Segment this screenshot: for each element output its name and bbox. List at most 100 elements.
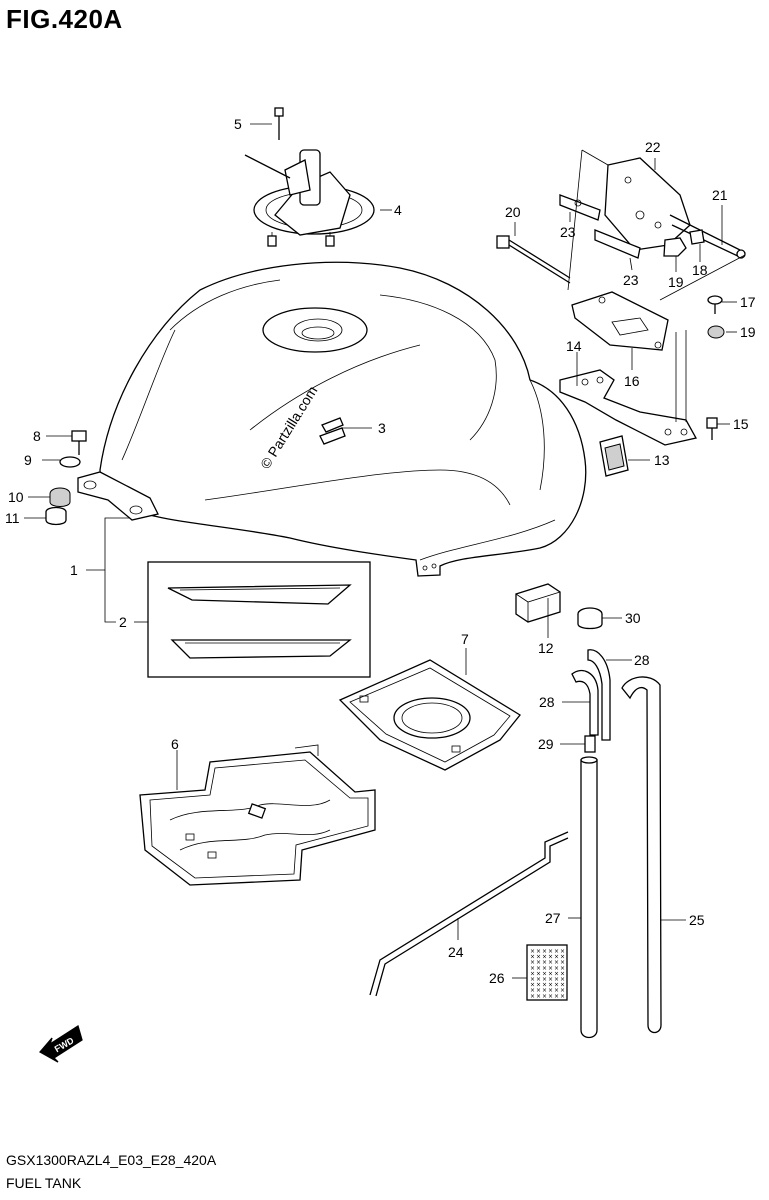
callout-5: 5 bbox=[234, 116, 242, 132]
callout-14: 14 bbox=[566, 338, 582, 354]
callout-28b: 28 bbox=[539, 694, 555, 710]
callout-18: 18 bbox=[692, 262, 708, 278]
mesh-dot: × bbox=[542, 965, 547, 972]
mesh-dot: × bbox=[560, 959, 565, 966]
callout-19b: 19 bbox=[740, 324, 756, 340]
trim-set-box bbox=[147, 561, 371, 678]
mesh-dot: × bbox=[560, 982, 565, 989]
figure-title: FIG.420A bbox=[6, 4, 123, 34]
callout-26: 26 bbox=[489, 970, 505, 986]
mesh-dot: × bbox=[530, 970, 535, 977]
mesh-dot: × bbox=[536, 959, 541, 966]
callout-24: 24 bbox=[448, 944, 464, 960]
cushion-13 bbox=[599, 435, 629, 477]
bracket-16 bbox=[571, 291, 669, 351]
heat-shield-6 bbox=[139, 744, 376, 886]
mesh-dot: × bbox=[542, 987, 547, 994]
mesh-dot: × bbox=[548, 993, 553, 1000]
cover-plate-7 bbox=[338, 659, 521, 771]
trim-upper bbox=[167, 584, 352, 605]
mesh-dot: × bbox=[536, 970, 541, 977]
mesh-dot: × bbox=[560, 948, 565, 955]
seat-rail-bracket-22 bbox=[604, 157, 691, 251]
mesh-dot: × bbox=[536, 965, 541, 972]
mesh-dot: × bbox=[542, 954, 547, 961]
callout-20: 20 bbox=[505, 204, 521, 220]
cushion-10 bbox=[49, 487, 71, 507]
callout-2: 2 bbox=[119, 614, 127, 630]
callout-25: 25 bbox=[689, 912, 705, 928]
mesh-dot: × bbox=[542, 976, 547, 983]
fwd-direction-arrow: FWD bbox=[38, 1024, 83, 1063]
leader-lines bbox=[24, 123, 737, 979]
pin-23a bbox=[559, 194, 601, 221]
callout-29: 29 bbox=[538, 736, 554, 752]
mesh-dot: × bbox=[530, 965, 535, 972]
callout-13: 13 bbox=[654, 452, 670, 468]
mesh-dot: × bbox=[530, 948, 535, 955]
fuel-tank bbox=[77, 261, 587, 577]
mesh-dot: × bbox=[554, 976, 559, 983]
callout-23b: 23 bbox=[623, 272, 639, 288]
mesh-dot: × bbox=[542, 970, 547, 977]
mesh-dot: × bbox=[536, 948, 541, 955]
callout-3: 3 bbox=[378, 420, 386, 436]
clip-30 bbox=[577, 607, 603, 630]
washer-9 bbox=[59, 456, 81, 468]
callout-16: 16 bbox=[624, 373, 640, 389]
mesh-dot: × bbox=[560, 976, 565, 983]
rod-24 bbox=[369, 831, 569, 997]
callout-17: 17 bbox=[740, 294, 756, 310]
mesh-pad-26: ××××××××××××××××××××××××××××××××××××××××… bbox=[526, 944, 568, 1001]
callout-23a: 23 bbox=[560, 224, 576, 240]
mesh-dot: × bbox=[530, 987, 535, 994]
mesh-dot: × bbox=[542, 982, 547, 989]
callout-12: 12 bbox=[538, 640, 554, 656]
callout-28a: 28 bbox=[634, 652, 650, 668]
mesh-dot: × bbox=[554, 965, 559, 972]
mesh-dot: × bbox=[554, 987, 559, 994]
mesh-dot: × bbox=[542, 948, 547, 955]
section-name: FUEL TANK bbox=[6, 1175, 82, 1191]
mesh-dot: × bbox=[560, 970, 565, 977]
joint-29 bbox=[584, 735, 596, 753]
callout-4: 4 bbox=[394, 202, 402, 218]
mesh-dot: × bbox=[554, 954, 559, 961]
grommet-19b bbox=[707, 325, 725, 339]
mesh-dot: × bbox=[536, 954, 541, 961]
callout-27: 27 bbox=[545, 910, 561, 926]
rod-20 bbox=[496, 235, 571, 284]
mesh-dot: × bbox=[548, 987, 553, 994]
mesh-dot: × bbox=[536, 976, 541, 983]
mesh-dot: × bbox=[548, 976, 553, 983]
mesh-dot: × bbox=[542, 993, 547, 1000]
mesh-dot: × bbox=[530, 976, 535, 983]
mesh-dot: × bbox=[530, 954, 535, 961]
mesh-dot: × bbox=[560, 965, 565, 972]
mesh-dot: × bbox=[554, 970, 559, 977]
callout-21: 21 bbox=[712, 187, 728, 203]
bolt-17 bbox=[707, 295, 723, 314]
mesh-dot: × bbox=[554, 948, 559, 955]
clamp-12 bbox=[515, 583, 561, 623]
callout-8: 8 bbox=[33, 428, 41, 444]
mesh-dot: × bbox=[560, 954, 565, 961]
callout-1: 1 bbox=[70, 562, 78, 578]
hose-28a bbox=[587, 649, 611, 741]
mesh-dot: × bbox=[530, 993, 535, 1000]
mesh-dot: × bbox=[548, 970, 553, 977]
callout-22: 22 bbox=[645, 139, 661, 155]
callout-6: 6 bbox=[171, 736, 179, 752]
callout-7: 7 bbox=[461, 631, 469, 647]
mesh-dot: × bbox=[548, 982, 553, 989]
bolt-5 bbox=[274, 107, 284, 140]
mesh-dot: × bbox=[554, 982, 559, 989]
nut-19a bbox=[663, 237, 687, 257]
hose-25 bbox=[621, 676, 662, 1034]
bolt-8 bbox=[71, 430, 87, 455]
collar-11 bbox=[45, 506, 67, 526]
mesh-dot: × bbox=[548, 954, 553, 961]
model-code: GSX1300RAZL4_E03_E28_420A bbox=[6, 1152, 217, 1168]
callout-11: 11 bbox=[5, 510, 20, 526]
